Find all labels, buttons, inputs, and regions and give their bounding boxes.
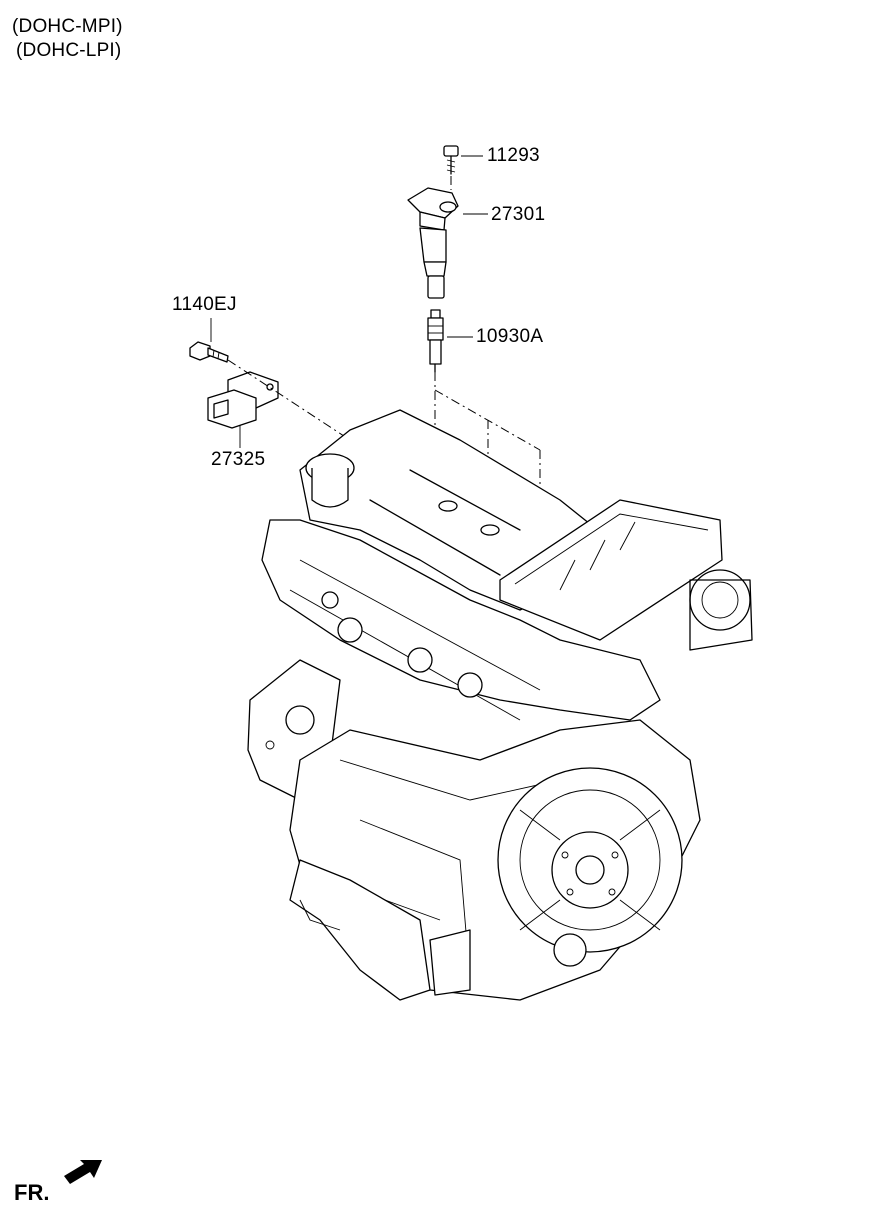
bolt-11293-icon[interactable]: [443, 145, 459, 175]
part-number-bolt-top[interactable]: 11293: [487, 145, 540, 166]
front-direction-arrow-icon: [64, 1160, 102, 1184]
bolt-1140ej-icon[interactable]: [189, 341, 229, 363]
part-number-ignition-coil[interactable]: 27301: [491, 204, 546, 225]
leader-lines: [210, 155, 488, 448]
part-number-spark-plug[interactable]: 10930A: [476, 326, 544, 347]
front-direction-label: FR.: [14, 1180, 50, 1205]
engine-assembly-drawing: [247, 409, 753, 1001]
part-number-sensor-bolt[interactable]: 1140EJ: [172, 294, 237, 315]
part-number-sensor[interactable]: 27325: [211, 449, 266, 470]
variant-label-lpi: (DOHC-LPI): [16, 40, 122, 61]
variant-label-mpi: (DOHC-MPI): [12, 16, 123, 37]
sensor-27325-icon[interactable]: [207, 371, 279, 429]
spark-plug-10930a-icon[interactable]: [427, 309, 444, 373]
ignition-coil-27301-icon[interactable]: [407, 187, 459, 299]
